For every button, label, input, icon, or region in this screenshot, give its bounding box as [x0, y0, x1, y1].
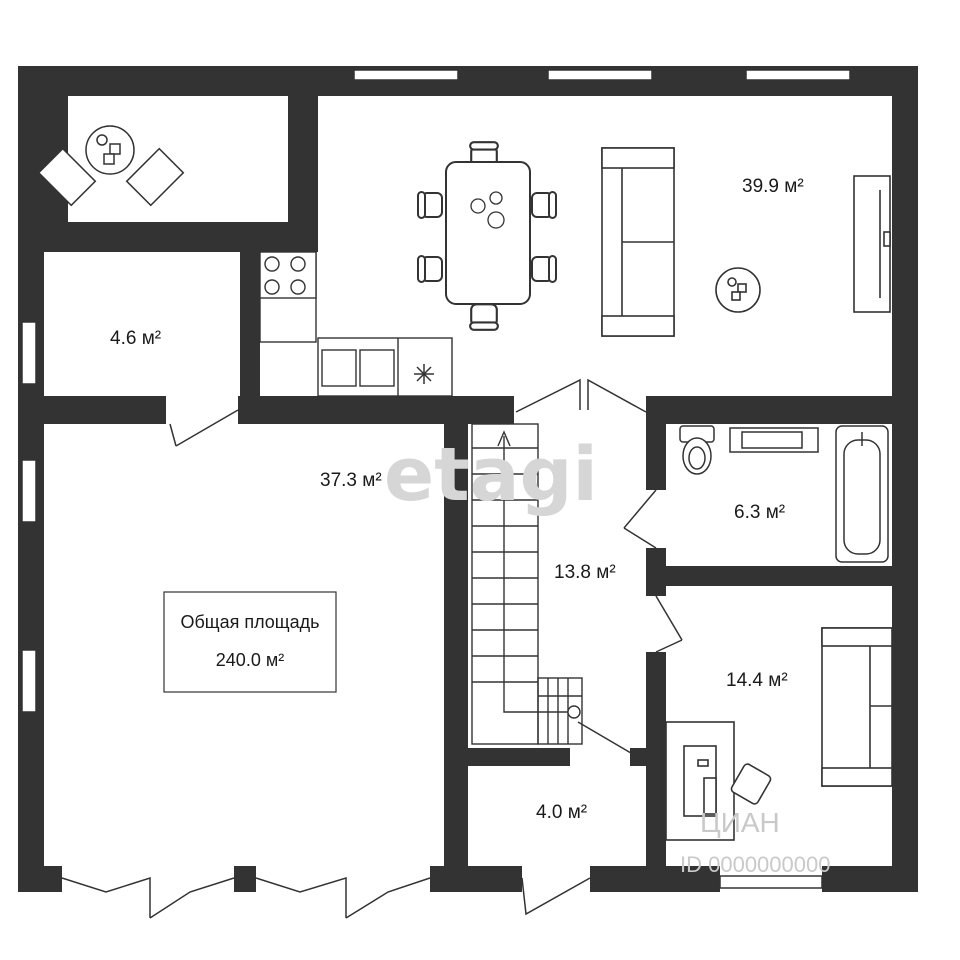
kitchen — [259, 251, 453, 397]
balcony-furniture — [37, 125, 185, 207]
bathroom-fixtures — [679, 425, 889, 563]
area-label-bedroom: 14.4 м² — [726, 670, 788, 691]
area-label-corridor: 13.8 м² — [554, 562, 616, 583]
partner-watermark: ЦИАН — [700, 807, 780, 838]
windows — [21, 69, 851, 889]
area-label-pantry: 4.6 м² — [110, 328, 161, 349]
doors — [61, 378, 683, 919]
area-label-living: 39.9 м² — [742, 176, 804, 197]
living-furniture — [601, 147, 891, 337]
walls — [18, 66, 918, 892]
area-label-bath: 6.3 м² — [734, 502, 785, 523]
partner-id-watermark: ID 0000000000 — [680, 852, 830, 877]
dining-table — [417, 141, 557, 331]
total-area-caption: Общая площадь — [180, 612, 319, 632]
snowflake-icon — [414, 364, 434, 384]
bedroom-furniture — [665, 627, 893, 841]
staircase — [471, 423, 583, 745]
area-label-hall: 37.3 м² — [320, 470, 382, 491]
etagi-watermark: etagi — [384, 432, 598, 518]
total-area-value: 240.0 м² — [216, 650, 284, 670]
area-label-vestibule: 4.0 м² — [536, 802, 587, 823]
total-area-box — [163, 591, 337, 693]
